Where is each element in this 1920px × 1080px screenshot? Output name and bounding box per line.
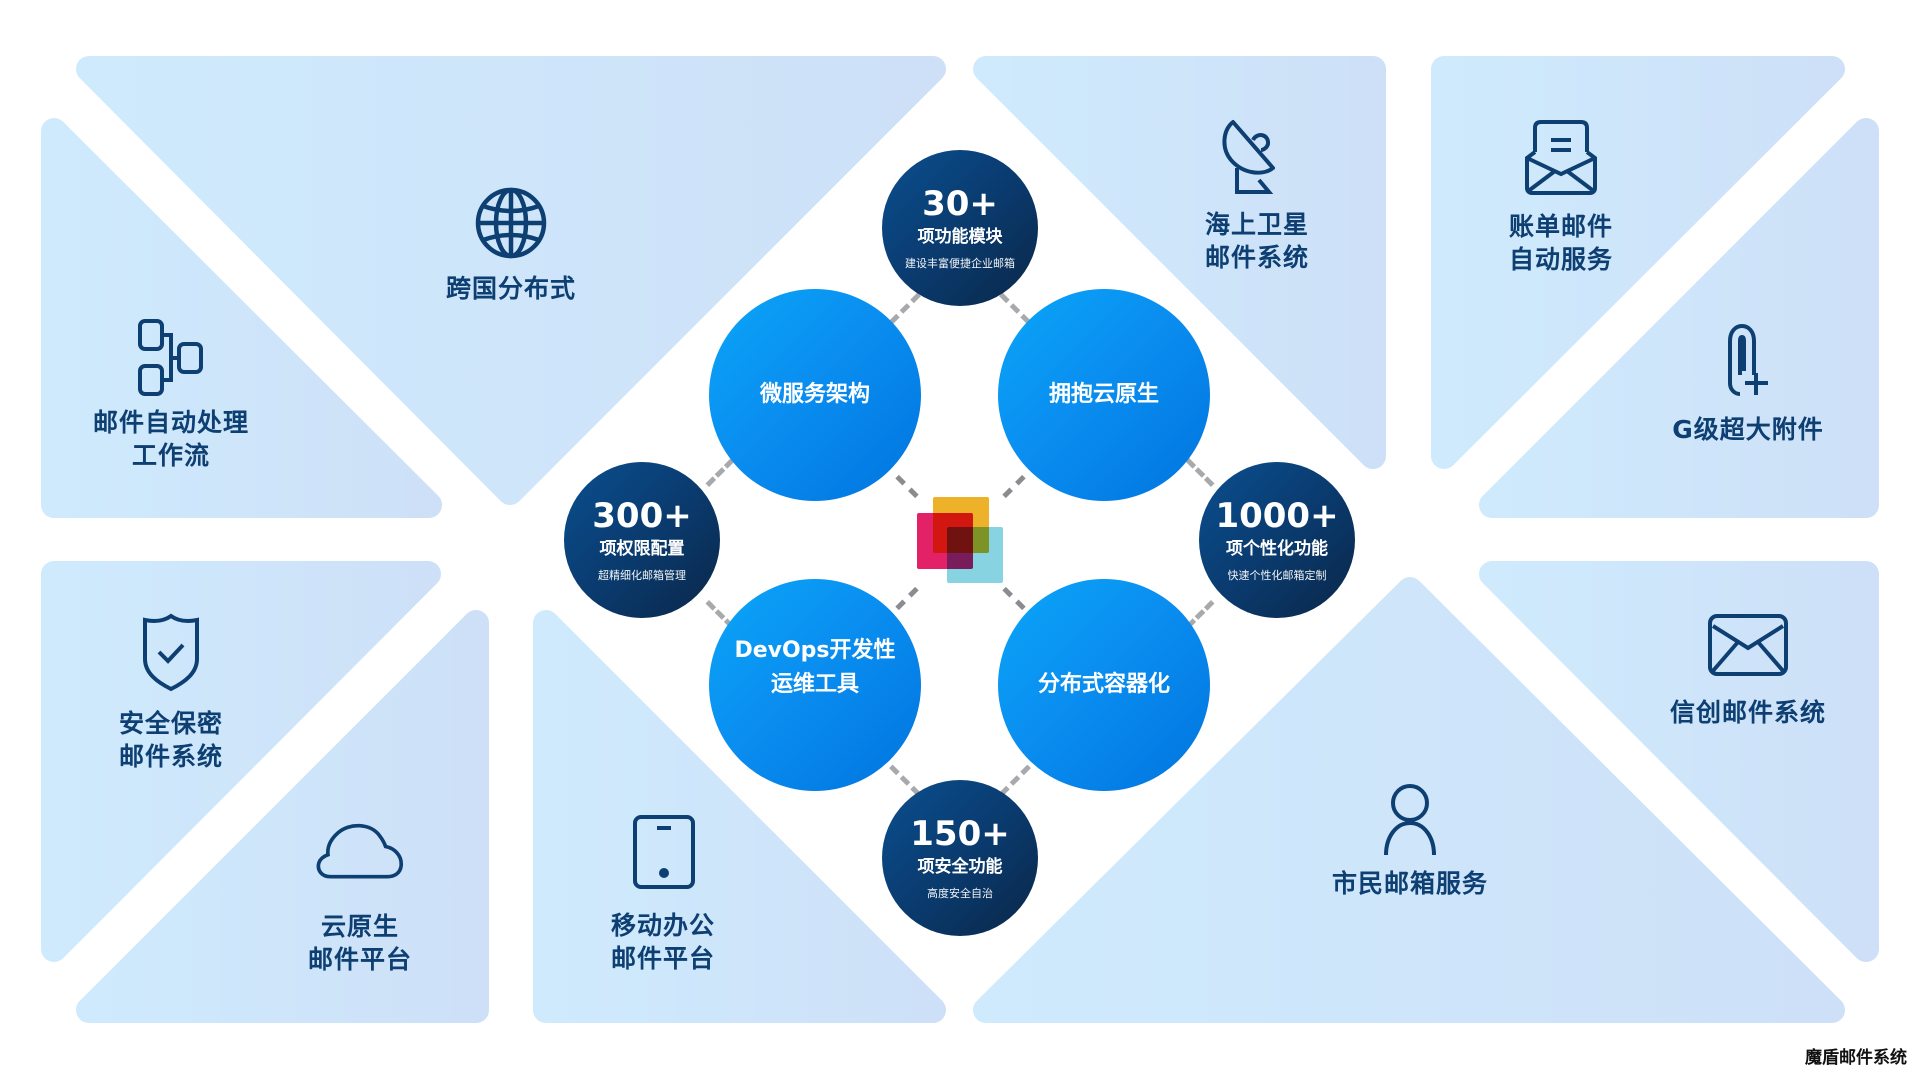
stat-title: 项权限配置 [599,539,685,559]
core-label: 微服务架构 [759,382,870,407]
shield-check-icon [143,613,199,692]
tile-label-line1: 移动办公 [610,911,715,940]
tile-label-line2: 邮件平台 [610,944,715,973]
tile-cloud: 云原生 邮件平台 [290,820,430,976]
tile-xinchuang-shape [1479,561,1879,962]
core-cloud-native: 拥抱云原生 [998,289,1210,501]
tile-mobile: 移动办公 邮件平台 [593,815,733,975]
tile-label-line2: 邮件平台 [307,945,412,974]
tile-label-line1: 账单邮件 [1508,212,1613,241]
globe-icon [475,187,547,259]
stat-modules: 30+ 项功能模块 建设丰富便捷企业邮箱 [882,150,1038,306]
tile-label: 信创邮件系统 [1669,698,1826,727]
tile-secure: 安全保密 邮件系统 [101,613,241,773]
stat-personalization: 1000+ 项个性化功能 快速个性化邮箱定制 [1199,462,1355,618]
user-icon [1384,784,1436,856]
tile-label-line2: 自动服务 [1508,245,1613,274]
cloud-icon [316,823,403,879]
tile-workflow: 邮件自动处理 工作流 [81,318,261,472]
tile-xinchuang: 信创邮件系统 [1658,614,1838,729]
tile-cross-border-shape [76,56,946,505]
stat-permissions: 300+ 项权限配置 超精细化邮箱管理 [564,462,720,618]
tile-mobile-shape [533,610,946,1023]
tile-attachment: G级超大附件 [1668,323,1828,446]
tile-label-line2: 工作流 [131,441,210,470]
tile-label-line1: 安全保密 [118,709,223,738]
tile-satellite-shape [973,56,1386,469]
stat-title: 项功能模块 [917,227,1003,247]
core-label-line1: DevOps开发性 [734,638,896,663]
stat-desc: 快速个性化邮箱定制 [1227,569,1327,582]
stat-desc: 高度安全自治 [927,887,993,900]
stat-number: 300+ [592,496,692,536]
tile-label-line1: 云原生 [320,912,399,941]
overlapping-squares-logo [916,496,1004,584]
tile-workflow-shape [41,118,442,518]
tile-label-line1: 邮件自动处理 [92,408,249,437]
stat-title: 项安全功能 [917,857,1003,877]
tile-label: G级超大附件 [1672,415,1824,444]
tile-citizen-shape [973,577,1845,1023]
logo-square-cyan [947,527,1003,583]
tablet-icon [633,815,695,889]
tile-label: 跨国分布式 [445,274,576,303]
stat-desc: 超精细化邮箱管理 [598,569,686,582]
envelope-icon [1708,614,1788,676]
stat-number: 1000+ [1215,496,1339,536]
satellite-dish-icon [1222,120,1275,194]
tile-label-line2: 邮件系统 [118,742,223,771]
stat-number: 30+ [922,184,998,224]
core-label-line2: 运维工具 [770,672,859,697]
paperclip-plus-icon [1728,323,1768,396]
tile-cloud-shape [76,610,489,1023]
stat-security: 150+ 项安全功能 高度安全自治 [882,780,1038,936]
tile-satellite: 海上卫星 邮件系统 [1187,118,1327,274]
tile-billing: 账单邮件 自动服务 [1491,120,1631,276]
workflow-icon [138,319,203,396]
tile-label: 市民邮箱服务 [1331,869,1488,898]
tile-label-line1: 海上卫星 [1204,210,1309,239]
tile-attachment-shape [1479,118,1879,518]
core-label: 拥抱云原生 [1048,382,1159,407]
core-microservice: 微服务架构 [709,289,921,501]
stat-title: 项个性化功能 [1226,539,1328,559]
core-devops: DevOps开发性 运维工具 [709,579,921,791]
stat-number: 150+ [910,814,1010,854]
watermark: 魔盾邮件系统 [1805,1048,1907,1068]
open-envelope-icon [1525,120,1597,195]
core-container: 分布式容器化 [998,579,1210,791]
tile-label-line2: 邮件系统 [1204,243,1309,272]
tile-cross-border: 跨国分布式 [431,186,591,305]
tile-citizen: 市民邮箱服务 [1320,783,1500,900]
stat-desc: 建设丰富便捷企业邮箱 [905,257,1015,270]
core-label: 分布式容器化 [1037,672,1170,697]
